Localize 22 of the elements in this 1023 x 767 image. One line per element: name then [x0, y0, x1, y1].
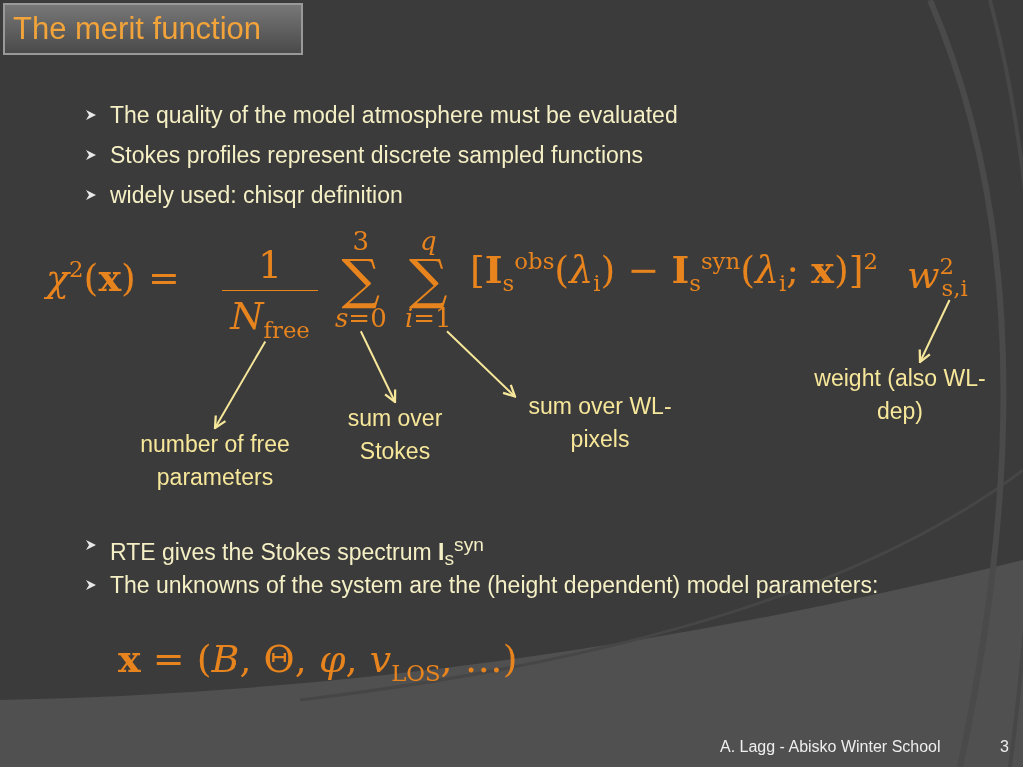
page-number: 3: [1000, 738, 1009, 756]
leader-line: [213, 340, 267, 430]
annotation-text: sum over WL-pixels: [527, 392, 673, 454]
bullet-text: Stokes profiles represent discrete sampled functions: [110, 141, 645, 170]
bullet-text: The unknowns of the system are the (height dependent) model parameters:: [110, 571, 880, 600]
footer-text: A. Lagg - Abisko Winter School: [720, 738, 941, 756]
leader-line: [359, 330, 397, 404]
summation-limit: 3: [352, 228, 370, 254]
summation-limit: q: [420, 228, 437, 254]
formula: [I$_{s}$$^{obs}$(λ$_{i}$) − I$_{s}$$^{syn}$(λ$_{i}$; x)]$^{2}$: [470, 250, 879, 296]
slide-title: The merit function: [3, 3, 303, 55]
bullet-text: The quality of the model atmosphere must be evaluated: [110, 101, 679, 130]
annotation-text: weight (also WL-dep): [813, 364, 987, 426]
annotation-text: sum over Stokes: [346, 404, 444, 466]
annotation-text: number of free parameters: [139, 430, 291, 492]
fraction-numerator: 1: [222, 246, 319, 291]
leader-line: [446, 330, 517, 398]
leader-line: [918, 299, 951, 364]
formula: χ$^{2}$(x) =: [46, 258, 180, 297]
bullet-text: widely used: chisqr definition: [110, 181, 404, 210]
formula: x = (B, Θ, φ, v$_{LOS}$, …): [118, 640, 518, 685]
fraction-denominator: N$_{free}$: [230, 293, 310, 342]
